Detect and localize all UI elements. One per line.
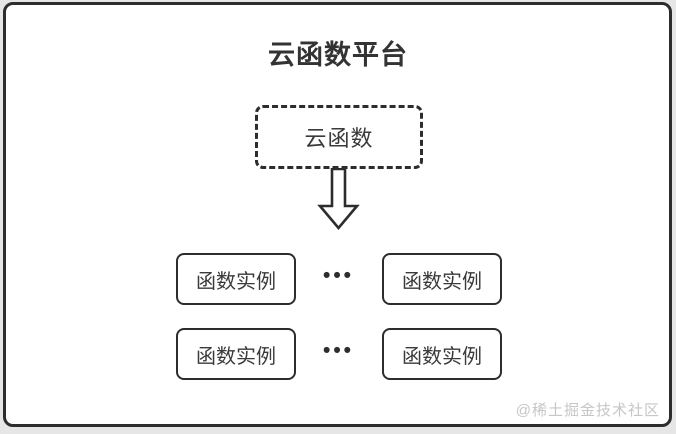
function-instance-box: 函数实例: [176, 253, 296, 305]
function-instance-box: 函数实例: [176, 328, 296, 380]
function-instance-label: 函数实例: [196, 345, 276, 368]
function-instance-box: 函数实例: [382, 253, 502, 305]
function-instance-label: 函数实例: [196, 270, 276, 293]
cloud-function-label: 云函数: [304, 126, 374, 151]
function-instance-label: 函数实例: [402, 270, 482, 293]
cloud-function-box: 云函数: [255, 105, 423, 169]
page-title: 云函数平台: [268, 40, 408, 70]
function-instance-label: 函数实例: [402, 345, 482, 368]
watermark: @稀土掘金技术社区: [515, 402, 660, 419]
ellipsis: •••: [322, 264, 355, 287]
ellipsis: •••: [322, 339, 355, 362]
function-instance-box: 函数实例: [382, 328, 502, 380]
down-arrow-icon: [317, 168, 360, 230]
